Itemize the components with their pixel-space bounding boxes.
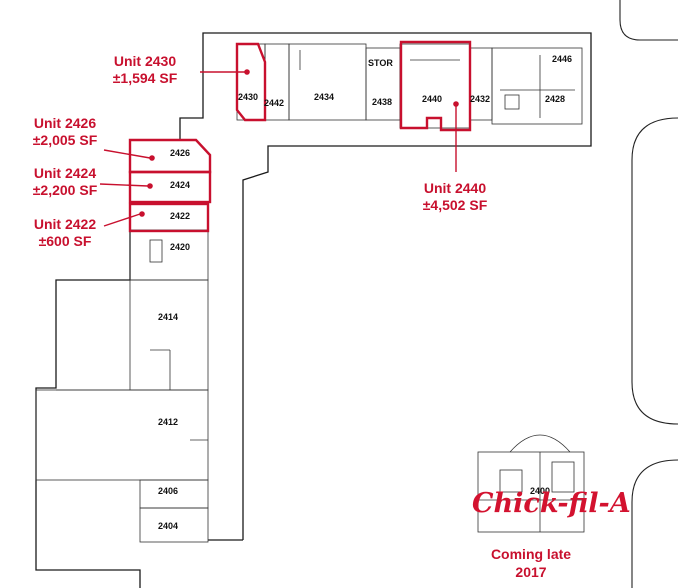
unit-label: 2428 — [545, 94, 565, 104]
callouts: Unit 2430 ±1,594 SF Unit 2426 ±2,005 SF … — [33, 53, 488, 249]
unit-label: 2430 — [238, 92, 258, 102]
unit-label: 2432 — [470, 94, 490, 104]
unit-label: 2422 — [170, 211, 190, 221]
curb-line — [631, 459, 678, 588]
curb-line — [619, 0, 678, 41]
chick-fil-a-logo: Chick-fil-A — [472, 488, 631, 519]
unit-2422-callout-title: Unit 2422 — [34, 216, 96, 232]
unit-2426-callout-area: ±2,005 SF — [33, 132, 98, 148]
unit-2422-callout-area: ±600 SF — [39, 233, 92, 249]
available-units — [128, 40, 472, 233]
unit-2430-callout-area: ±1,594 SF — [113, 70, 178, 86]
callout-leaders — [99, 69, 459, 227]
unit-2422-outline — [128, 202, 210, 233]
restaurant-pad: Chick-fil-A Coming late 2017 — [472, 434, 631, 580]
unit-2424-callout-area: ±2,200 SF — [33, 182, 98, 198]
unit-label: 2440 — [422, 94, 442, 104]
unit-2424-outline — [128, 170, 212, 204]
unit-label: 2446 — [552, 54, 572, 64]
unit-label: 2438 — [372, 97, 392, 107]
unit-2440-callout-area: ±4,502 SF — [423, 197, 488, 213]
unit-label: 2404 — [158, 521, 178, 531]
left-units — [35, 229, 209, 543]
unit-label: 2420 — [170, 242, 190, 252]
unit-label: STOR — [368, 58, 393, 68]
top-units — [236, 43, 583, 129]
unit-label: 2412 — [158, 417, 178, 427]
building-outline — [35, 32, 592, 588]
unit-label: 2426 — [170, 148, 190, 158]
unit-2430-callout-title: Unit 2430 — [114, 53, 176, 69]
coming-caption-line1: Coming late — [491, 546, 571, 562]
curb-line — [631, 117, 678, 425]
unit-label: 2424 — [170, 180, 190, 190]
coming-caption-line2: 2017 — [515, 564, 546, 580]
unit-label: 2442 — [264, 98, 284, 108]
unit-label: 2414 — [158, 312, 178, 322]
unit-label: 2406 — [158, 486, 178, 496]
unit-2440-outline — [399, 40, 472, 132]
unit-2430-outline — [235, 42, 267, 122]
unit-2424-callout-title: Unit 2424 — [34, 165, 96, 181]
unit-2440-callout-title: Unit 2440 — [424, 180, 486, 196]
roadway — [619, 0, 678, 588]
unit-2426-outline — [128, 138, 212, 174]
unit-labels: 2430 2442 2434 STOR 2438 2440 2432 2446 … — [158, 54, 572, 531]
unit-label: 2434 — [314, 92, 334, 102]
unit-2426-callout-title: Unit 2426 — [34, 115, 96, 131]
